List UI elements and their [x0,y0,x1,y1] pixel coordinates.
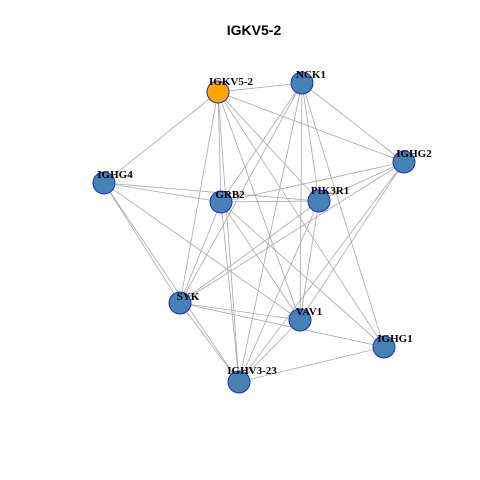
node-label-igkv5-2: IGKV5-2 [209,76,254,88]
edge-igkv5-2-nck1 [217,82,303,93]
node-circle-pik3r1 [307,189,331,213]
node-label-ighg4: IGHG4 [97,169,133,181]
edge-igkv5-2-ighv3-23 [217,91,240,383]
node-grb2: GRB2 [209,189,245,214]
node-circle-ighg1 [372,335,396,359]
edge-nck1-grb2 [220,82,303,203]
edge-vav1-ighv3-23 [238,319,301,383]
node-label-pik3r1: PIK3R1 [311,185,350,197]
node-circle-ighg2 [392,150,416,174]
edge-layer [103,82,405,383]
edge-pik3r1-vav1 [299,200,320,321]
edge-syk-ighg1 [179,302,385,348]
node-circle-ighg4 [92,171,116,195]
edge-nck1-syk [179,82,303,304]
edge-nck1-ighg2 [301,82,405,163]
edge-grb2-vav1 [220,201,301,321]
edge-syk-ighv3-23 [179,302,240,383]
edge-nck1-ighv3-23 [238,82,303,383]
edge-ighg1-ighv3-23 [238,346,385,383]
node-ighv3-23: IGHV3-23 [227,365,277,394]
edge-pik3r1-ighv3-23 [238,200,320,383]
node-ighg1: IGHG1 [372,333,413,359]
edge-ighg2-vav1 [299,161,405,321]
edge-ighg2-ighv3-23 [238,161,405,383]
node-label-grb2: GRB2 [215,189,245,201]
node-syk: SYK [168,291,200,315]
node-circle-igkv5-2 [206,80,230,104]
node-circle-syk [168,291,192,315]
edge-syk-vav1 [179,302,301,321]
edge-ighg4-grb2 [103,182,222,203]
node-pik3r1: PIK3R1 [307,185,350,213]
edge-igkv5-2-ighg4 [103,91,219,184]
edge-ighg4-ighv3-23 [103,182,240,383]
diagram-title: IGKV5-2 [227,22,282,38]
node-ighg4: IGHG4 [92,169,133,195]
node-label-ighg2: IGHG2 [396,148,432,160]
edge-grb2-ighv3-23 [220,201,240,383]
node-circle-grb2 [209,190,233,214]
node-label-ighg1: IGHG1 [377,333,412,345]
edge-grb2-ighg1 [220,201,385,348]
edge-ighg4-vav1 [103,182,301,321]
edge-nck1-ighg1 [301,82,385,348]
node-circle-ighv3-23 [227,370,251,394]
edge-ighg2-pik3r1 [318,161,405,202]
node-label-ighv3-23: IGHV3-23 [227,365,277,377]
node-ighg2: IGHG2 [392,148,432,174]
edge-ighg2-syk [179,161,405,304]
edge-ighg4-pik3r1 [103,182,320,202]
edge-igkv5-2-syk [179,91,219,304]
node-label-nck1: NCK1 [296,69,326,81]
edge-igkv5-2-ighg2 [217,91,405,163]
edge-nck1-pik3r1 [301,82,320,202]
node-circle-vav1 [288,308,312,332]
edge-ighg4-syk [103,182,181,304]
node-vav1: VAV1 [288,306,323,332]
node-label-vav1: VAV1 [296,306,323,318]
node-igkv5-2: IGKV5-2 [206,76,254,104]
edge-grb2-syk [179,201,222,304]
edge-pik3r1-syk [179,200,320,304]
edge-igkv5-2-pik3r1 [217,91,320,202]
node-nck1: NCK1 [290,69,326,95]
node-label-syk: SYK [177,291,200,303]
node-circle-nck1 [290,71,314,95]
edge-igkv5-2-vav1 [217,91,301,321]
edge-igkv5-2-grb2 [217,91,222,203]
edge-grb2-pik3r1 [220,200,320,203]
